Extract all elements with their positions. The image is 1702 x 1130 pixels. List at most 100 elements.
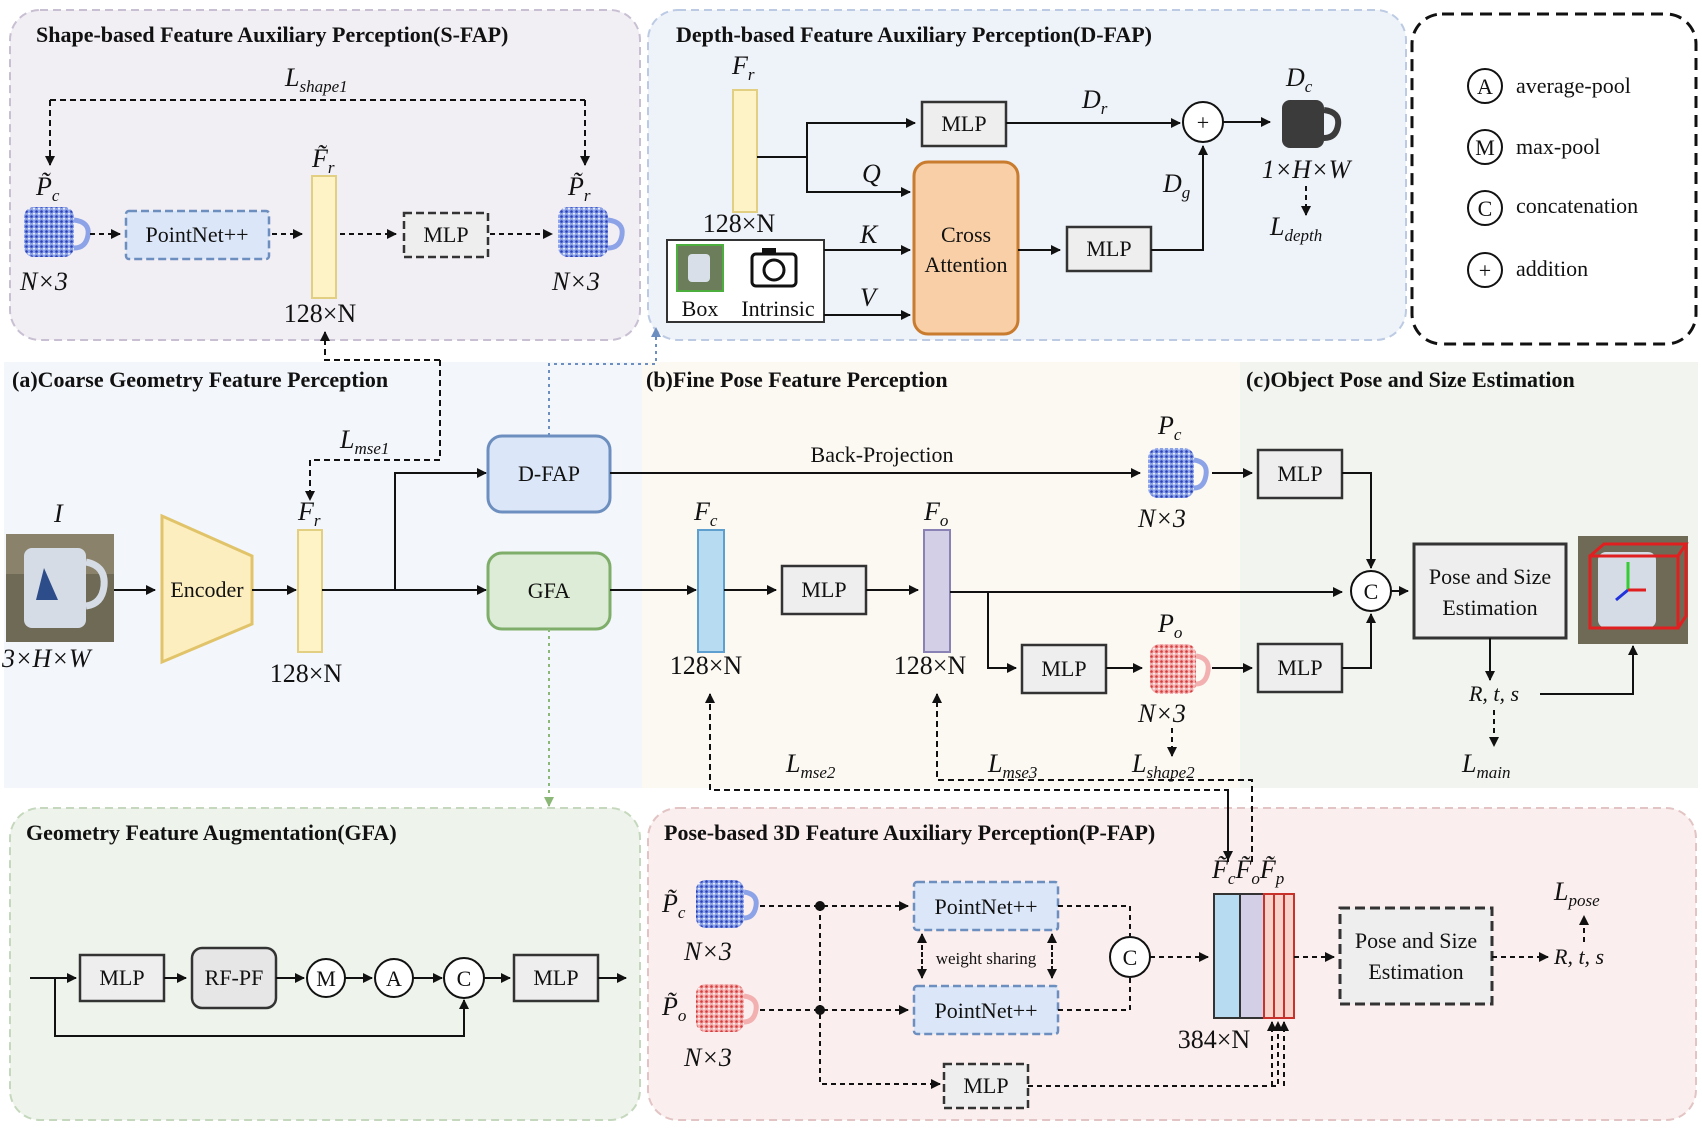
dfap-panel [647,9,1407,341]
fr-tilde-label: F̃r [311,144,335,177]
gfa-mlp-in-box [78,953,166,1003]
dfap-module-label: D-FAP [518,461,580,486]
pc-dim: N×3 [1137,504,1186,533]
result-image [1578,536,1689,644]
feature-fc [697,529,725,653]
gfa-mlp-out-box [512,953,600,1003]
pfap-feat-labels: F̃cF̃oF̃p [1211,855,1284,888]
dg-label: Dg [1162,169,1190,202]
sfap-dim-left: N×3 [19,267,68,296]
pfap-po-label: P̃o [661,992,686,1025]
point-cloud-blue-mug [558,207,625,257]
pfap-group: P̃c N×3 P̃o N×3 PointNet++ PointNet++ we… [661,855,1604,1110]
dc-label: Dc [1285,63,1313,96]
dfap-dim-dc: 1×H×W [1262,155,1353,184]
fo-label: Fo [923,497,948,530]
pfap-feature-fp-3 [1283,893,1295,1019]
feature-fo [923,529,951,653]
coarse-feature-fr [297,529,323,653]
pr-tilde-label: P̃r [567,172,591,205]
l-shape2-label: Lshape2 [1131,749,1195,782]
estimation-mlp-bottom-box [1256,642,1344,694]
pfap-mlp-label: MLP [963,1073,1008,1098]
legend-panel [1410,12,1698,346]
legend-label: average-pool [1516,73,1631,98]
fo-dim: 128×N [894,651,967,680]
pfap-pose-box-label-2: Estimation [1368,959,1463,984]
pose-size-estimation-box [1412,542,1568,640]
fc-dim: 128×N [670,651,743,680]
sfap-pointnet-label: PointNet++ [145,222,248,247]
weight-sharing-label: weight sharing [936,949,1037,968]
pfap-panel [647,807,1697,1121]
l-main-label: Lmain [1461,749,1510,782]
l-mse2-label: Lmse2 [785,749,836,782]
sfap-dim-right: N×3 [551,267,600,296]
fine-mlp-po-label: MLP [1041,656,1086,681]
dfap-mlp-mid-box [1065,225,1153,273]
gfa-mlp-in-label: MLP [99,965,144,990]
legend-label: max-pool [1516,134,1600,159]
coarse-group: I 3×H×W Encoder Fr 128×N Lmse1 D-FAP GFA [1,327,661,807]
po-dim: N×3 [1137,699,1186,728]
image-label: I [53,499,64,528]
sfap-pointnet-box [124,209,271,261]
l-mse3-label: Lmse3 [987,749,1037,782]
pfap-feature-fp-2 [1273,893,1285,1019]
cross-attention-label-1: Cross [941,222,991,247]
depth-mug-icon [1282,100,1342,148]
coarse-title: (a)Coarse Geometry Feature Perception [12,367,388,392]
gfa-title: Geometry Feature Augmentation(GFA) [26,820,397,845]
dfap-mlp-top-box [920,100,1008,148]
v-label: V [860,283,879,312]
k-label: K [859,220,879,249]
point-cloud-blue-mug [696,880,759,928]
l-pose-label: Lpose [1553,877,1600,910]
gfa-group: MLP RF-PF M A C MLP [30,946,627,1037]
dfap-group: Fr 128×N Q MLP Dr + Dc 1×H×W Ldepth Box [666,51,1353,336]
gfa-mlp-out-label: MLP [533,965,578,990]
junction-dot [815,1005,825,1015]
dfap-dim-fr: 128×N [703,209,776,238]
pfap-po-dim: N×3 [683,1043,732,1072]
box-label: Box [682,296,719,321]
legend-symbol-text: A [1477,74,1493,99]
pfap-rts-label: R, t, s [1553,944,1604,969]
camera-icon [750,248,798,288]
legend-symbol-text: M [1475,135,1495,160]
pfap-pose-box-label-1: Pose and Size [1355,928,1477,953]
estimation-title: (c)Object Pose and Size Estimation [1246,367,1575,392]
pfap-pc-label: P̃c [661,889,686,922]
point-cloud-blue-mug [24,207,91,257]
maxpool-symbol: M [316,966,336,991]
dfap-fr-label: Fr [731,51,755,84]
l-depth-label: Ldepth [1269,212,1322,245]
point-cloud-red-mug [1150,644,1211,694]
q-label: Q [862,159,881,188]
coarse-fr-label: Fr [297,497,321,530]
fine-mlp-label: MLP [801,577,846,602]
addition-symbol: + [1197,110,1209,135]
pc-tilde-label: P̃c [35,172,60,205]
pfap-pointnet-top-label: PointNet++ [934,894,1037,919]
dr-label: Dr [1081,85,1108,118]
fine-mlp-po-box [1020,643,1108,695]
l-shape1-label: Lshape1 [284,63,348,96]
sfap-mlp-box [402,211,490,259]
cross-attention-box [912,160,1020,336]
legend: A average-pool M max-pool C concatenatio… [1467,68,1638,288]
pc-label: Pc [1157,411,1182,444]
dfap-feature-fr [732,89,758,213]
estimation-concat-symbol: C [1364,579,1379,604]
coarse-fr-dim: 128×N [270,659,343,688]
dfap-mlp-mid-label: MLP [1086,236,1131,261]
fine-title: (b)Fine Pose Feature Perception [646,367,948,392]
sfap-dim-mid: 128×N [284,299,357,328]
legend-label: addition [1516,256,1588,281]
box-thumbnail-image [676,244,724,292]
estimation-group: MLP MLP C Pose and Size Estimation R, t,… [1212,448,1689,782]
po-label: Po [1157,609,1182,642]
point-cloud-red-mug [696,984,759,1032]
pfap-title: Pose-based 3D Feature Auxiliary Percepti… [664,820,1155,845]
